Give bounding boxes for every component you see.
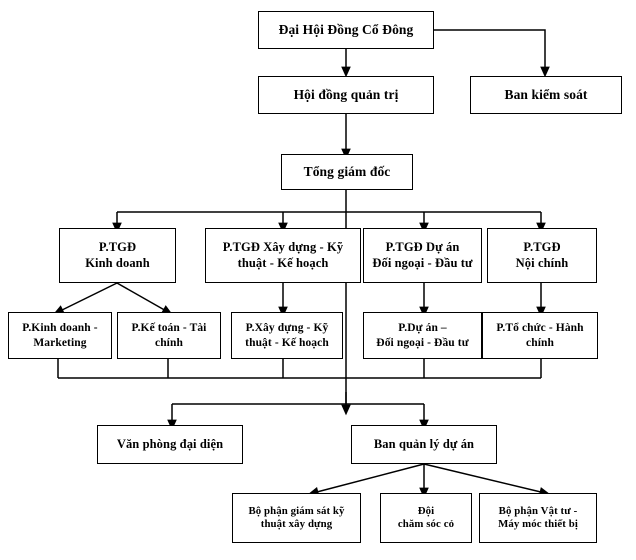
node-label-line2: chính bbox=[154, 336, 183, 349]
node-label-line1: P.Xây dựng - Kỹ bbox=[245, 322, 329, 335]
edge-board-to-unit-materials bbox=[423, 463, 551, 497]
node-dgd-internal[interactable]: P.TGĐ Nội chính bbox=[487, 228, 597, 283]
node-unit-lawn-care[interactable]: Đội chăm sóc cỏ bbox=[380, 493, 472, 543]
node-board-of-directors[interactable]: Hội đồng quản trị bbox=[258, 76, 434, 114]
node-dept-organization[interactable]: P.Tổ chức - Hành chính bbox=[482, 312, 598, 359]
node-unit-supervision[interactable]: Bộ phận giám sát kỹ thuật xây dựng bbox=[232, 493, 361, 543]
node-dept-construction[interactable]: P.Xây dựng - Kỹ thuật - Kế hoạch bbox=[231, 312, 343, 359]
node-dept-accounting[interactable]: P.Kế toán - Tài chính bbox=[117, 312, 221, 359]
node-unit-materials[interactable]: Bộ phận Vật tư - Máy móc thiết bị bbox=[479, 493, 597, 543]
node-rep-office[interactable]: Văn phòng đại diện bbox=[97, 425, 243, 464]
node-label-line2: Nội chính bbox=[515, 255, 569, 270]
node-label-line1: P.Tổ chức - Hành bbox=[496, 322, 584, 335]
node-label-line1: P.TGĐ Dự án bbox=[385, 240, 460, 255]
node-label: Tổng giám đốc bbox=[303, 163, 391, 179]
node-label: Ban kiểm soát bbox=[504, 86, 588, 102]
node-label-line2: chính bbox=[526, 336, 554, 349]
edge-dgd-business-to-dept-accounting bbox=[116, 282, 173, 315]
node-label: Ban quản lý dự án bbox=[373, 436, 475, 451]
node-dgd-construction[interactable]: P.TGĐ Xây dựng - Kỹ thuật - Kế hoạch bbox=[205, 228, 361, 283]
node-label-line2: Máy móc thiết bị bbox=[498, 518, 578, 530]
node-project-mgmt-board[interactable]: Ban quản lý dự án bbox=[351, 425, 497, 464]
node-label-line1: Đội bbox=[417, 504, 435, 517]
node-label-line1: P.Kinh doanh - bbox=[22, 322, 98, 335]
node-label-line2: Marketing bbox=[33, 336, 87, 349]
node-dept-business[interactable]: P.Kinh doanh - Marketing bbox=[8, 312, 112, 359]
node-label-line1: P.TGĐ Xây dựng - Kỹ bbox=[222, 240, 344, 255]
node-label-line2: Đối ngoại - Đầu tư bbox=[376, 336, 469, 349]
node-label-line1: Bộ phận giám sát kỹ bbox=[248, 504, 345, 517]
node-label: Văn phòng đại diện bbox=[116, 436, 224, 451]
node-label: Hội đồng quản trị bbox=[293, 86, 399, 102]
node-label-line2: thuật - Kế hoạch bbox=[237, 255, 329, 270]
node-label-line2: Kinh doanh bbox=[85, 255, 150, 270]
node-dgd-project[interactable]: P.TGĐ Dự án Đối ngoại - Đầu tư bbox=[363, 228, 482, 283]
node-label-line2: Đối ngoại - Đầu tư bbox=[372, 255, 473, 270]
node-supervisory-board[interactable]: Ban kiểm soát bbox=[470, 76, 622, 114]
node-label-line1: P.Kế toán - Tài bbox=[131, 322, 207, 335]
edge-board-to-unit-supervision bbox=[307, 463, 425, 497]
node-label-line2: chăm sóc cỏ bbox=[397, 518, 455, 530]
node-dgd-business[interactable]: P.TGĐ Kinh doanh bbox=[59, 228, 176, 283]
node-label-line1: P.TGĐ bbox=[98, 240, 137, 255]
node-label-line1: P.Dự án – bbox=[398, 322, 447, 335]
edge-shareholders-to-supervisory bbox=[433, 29, 550, 78]
node-label-line1: P.TGĐ bbox=[523, 240, 561, 255]
node-label-line2: thuật xây dựng bbox=[260, 518, 333, 530]
node-label-line1: Bộ phận Vật tư - bbox=[498, 504, 578, 517]
node-dept-project[interactable]: P.Dự án – Đối ngoại - Đầu tư bbox=[363, 312, 482, 359]
node-label-line2: thuật - Kế hoạch bbox=[245, 336, 329, 349]
node-general-director[interactable]: Tổng giám đốc bbox=[281, 154, 413, 190]
node-shareholders-meeting[interactable]: Đại Hội Đồng Cổ Đông bbox=[258, 11, 434, 49]
node-label: Đại Hội Đồng Cổ Đông bbox=[278, 21, 414, 37]
edge-dgd-business-to-dept-business bbox=[53, 282, 118, 315]
